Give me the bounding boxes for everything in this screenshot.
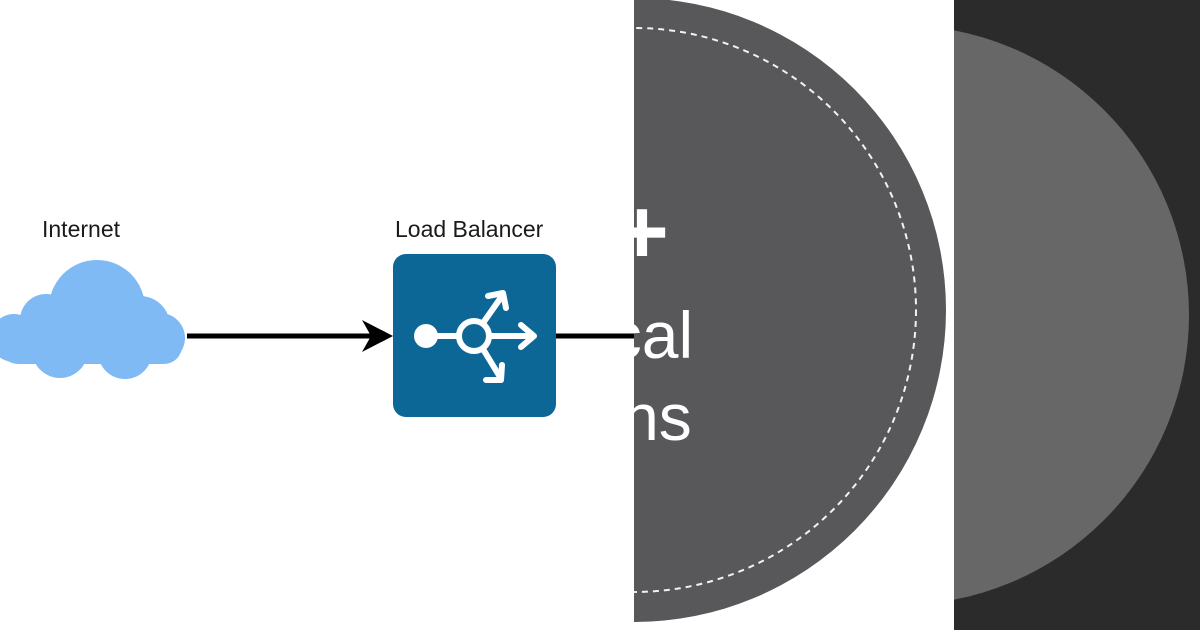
- load-balancer-icon: [393, 254, 556, 417]
- badge-label-line2: gions: [634, 380, 692, 454]
- regions-badge-panel: 5+ aphical gions: [634, 0, 954, 630]
- diagram-canvas: [0, 254, 634, 417]
- badge-label-line1: aphical: [634, 298, 694, 372]
- badge-circle: [634, 0, 946, 622]
- internet-label: Internet: [42, 216, 120, 242]
- dark-circle-panel: [954, 0, 1200, 630]
- load-balancer-label: Load Balancer: [395, 216, 544, 242]
- badge-count: 5+: [634, 181, 669, 283]
- cloud-icon: [0, 260, 185, 379]
- grey-circle: [954, 30, 1189, 600]
- edge-internet-to-load-balancer: [187, 320, 393, 352]
- arrowhead-icon: [362, 320, 393, 352]
- architecture-diagram-panel: Internet Load Balancer: [0, 216, 634, 417]
